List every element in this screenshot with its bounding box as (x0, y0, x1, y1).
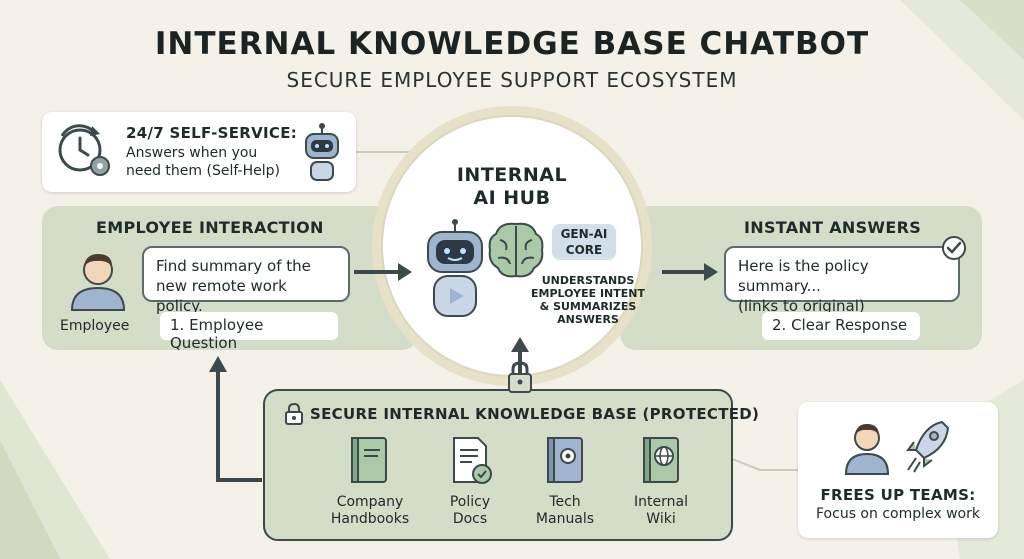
answer-bubble: Here is the policy summary... (links to … (724, 246, 960, 315)
hub-description-line-1: UNDERSTANDS (541, 274, 635, 287)
answer-line-1: Here is the policy summary... (738, 257, 869, 295)
employee-question-bubble: Find summary of the new remote work poli… (142, 246, 350, 315)
arrow-kb-to-hub-head (511, 337, 529, 352)
kb-lock-icon (285, 402, 303, 425)
employee-label: Employee (60, 318, 130, 334)
kb-item-internal-wiki-line-2: Wiki (646, 511, 676, 527)
team-member-icon (844, 424, 890, 475)
knowledge-base-panel (263, 389, 733, 541)
gen-ai-core-line-2: CORE (565, 243, 603, 257)
kb-item-policy-docs: Policy Docs (420, 494, 520, 528)
hub-robot-icon (427, 219, 483, 317)
hub-description-line-3: & SUMMARIZES (539, 300, 637, 313)
kb-item-handbooks: Company Handbooks (320, 494, 420, 528)
self-service-heading: 24/7 SELF-SERVICE: (126, 124, 298, 142)
employee-question-line-1: Find summary of the (156, 257, 311, 275)
kb-item-policy-docs-line-1: Policy (449, 494, 491, 510)
employee-question-line-2: new remote work policy. (156, 277, 287, 315)
rocket-icon (906, 420, 950, 473)
brain-icon (488, 222, 544, 278)
self-service-line-2: need them (Self-Help) (126, 163, 280, 179)
self-service-line-1: Answers when you (126, 145, 258, 161)
page-title: INTERNAL KNOWLEDGE BASE CHATBOT (154, 26, 870, 62)
hub-description: UNDERSTANDS EMPLOYEE INTENT & SUMMARIZES… (524, 274, 652, 326)
kb-item-tech-manuals-line-2: Manuals (535, 511, 595, 527)
kb-item-tech-manuals-line-1: Tech (549, 494, 581, 510)
lock-icon (508, 361, 532, 393)
kb-item-internal-wiki: Internal Wiki (611, 494, 711, 528)
self-service-text: Answers when you need them (Self-Help) (126, 144, 280, 180)
handbook-icon (351, 437, 387, 483)
gen-ai-core-line-1: GEN-AI (560, 227, 608, 241)
tech-manual-icon (547, 437, 583, 483)
kb-item-tech-manuals: Tech Manuals (515, 494, 615, 528)
hub-description-line-4: ANSWERS (557, 313, 619, 326)
arrow-to-hub-head (398, 263, 412, 281)
instant-answers-heading: INSTANT ANSWERS (744, 218, 922, 237)
hub-description-line-2: EMPLOYEE INTENT (531, 287, 645, 300)
employee-interaction-heading: EMPLOYEE INTERACTION (96, 218, 324, 237)
decor-shape-top-right-2 (960, 0, 1024, 60)
page-subtitle: SECURE EMPLOYEE SUPPORT ECOSYSTEM (286, 68, 738, 92)
clear-response-step: 2. Clear Response (762, 312, 920, 340)
hub-title-line-1: INTERNAL (456, 164, 568, 186)
kb-item-handbooks-line-2: Handbooks (330, 511, 410, 527)
policy-doc-icon (453, 437, 492, 484)
kb-item-internal-wiki-line-1: Internal (634, 494, 688, 510)
employee-question-step: 1. Employee Question (160, 312, 338, 352)
hub-title-line-2: AI HUB (473, 187, 551, 209)
frees-up-text: Focus on complex work (816, 506, 980, 522)
robot-icon (305, 123, 339, 181)
internal-wiki-icon (643, 437, 679, 483)
self-service-card: 24/7 SELF-SERVICE: Answers when you need… (42, 112, 356, 192)
arrow-kb-to-employee-head (209, 356, 227, 372)
kb-item-handbooks-line-1: Company (336, 494, 404, 510)
employee-avatar-icon (70, 254, 126, 311)
gen-ai-core-badge: GEN-AI CORE (552, 224, 616, 260)
answer-line-2: (links to original) (738, 297, 865, 315)
arrow-to-answers-head (704, 263, 718, 281)
decor-shape-bottom-left-2 (0, 440, 60, 559)
kb-item-policy-docs-line-2: Docs (452, 511, 488, 527)
clock-gear-icon (58, 124, 110, 176)
arrow-kb-to-employee (216, 370, 262, 482)
hub-title: INTERNAL AI HUB (412, 164, 612, 210)
knowledge-base-heading: SECURE INTERNAL KNOWLEDGE BASE (PROTECTE… (310, 405, 760, 423)
check-circle-icon (942, 236, 966, 260)
frees-up-heading: FREES UP TEAMS: (820, 486, 976, 504)
frees-up-card: FREES UP TEAMS: Focus on complex work (798, 402, 998, 538)
